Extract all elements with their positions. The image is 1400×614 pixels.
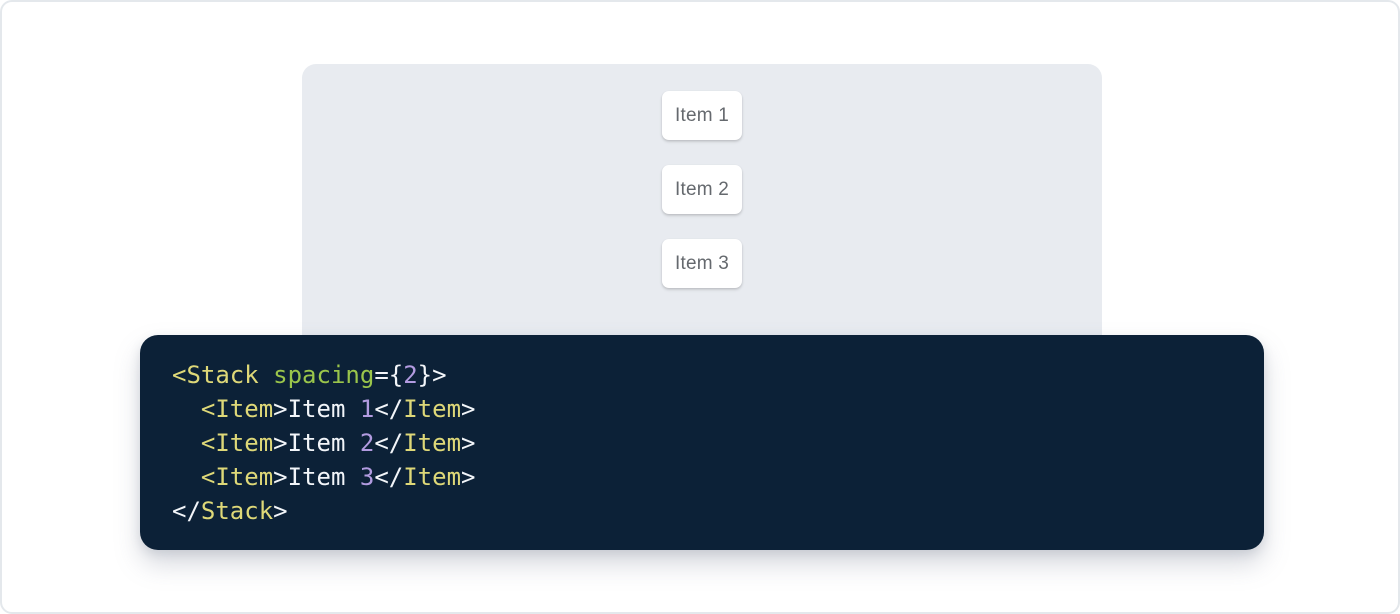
- stack-demo: Item 1 Item 2 Item 3: [302, 64, 1102, 288]
- code-line: <Item>Item 3</Item>: [172, 463, 476, 491]
- demo-item-card: Item 2: [662, 165, 742, 214]
- demo-item-label: Item 3: [675, 252, 729, 274]
- demo-panel: Item 1 Item 2 Item 3: [302, 64, 1102, 380]
- demo-item-card: Item 3: [662, 239, 742, 288]
- demo-item-card: Item 1: [662, 91, 742, 140]
- demo-item-label: Item 1: [675, 104, 729, 126]
- code-line: <Item>Item 1</Item>: [172, 395, 476, 423]
- code-lines: <Stack spacing={2}> <Item>Item 1</Item> …: [172, 358, 1232, 528]
- code-line: <Item>Item 2</Item>: [172, 429, 476, 457]
- code-line: </Stack>: [172, 497, 288, 525]
- code-block: <Stack spacing={2}> <Item>Item 1</Item> …: [140, 335, 1264, 550]
- code-line: <Stack spacing={2}>: [172, 361, 447, 389]
- demo-item-label: Item 2: [675, 178, 729, 200]
